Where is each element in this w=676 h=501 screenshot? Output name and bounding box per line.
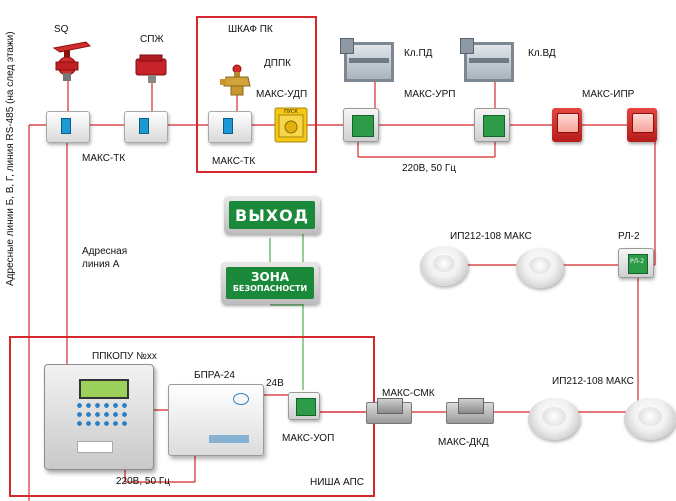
cabinet-pk-label: ШКАФ ПК — [228, 24, 273, 35]
kl-pd-label: Кл.ПД — [404, 48, 433, 59]
rl2-label: РЛ-2 — [618, 231, 640, 242]
cabinet-pk-frame — [196, 16, 317, 173]
maks-dkd-label: МАКС-ДКД — [438, 437, 489, 448]
urp-power-label: 220В, 50 Гц — [402, 163, 456, 174]
sq-valve-icon — [48, 40, 98, 82]
bpra-power-supply — [168, 384, 264, 456]
exit-sign-text: ВЫХОД — [235, 205, 309, 225]
maks-urp-module-2 — [474, 108, 510, 142]
maks-udp-button-icon: ПУСК — [274, 107, 308, 143]
sq-label: SQ — [54, 24, 69, 35]
vertical-lines-label: Адресные линии Б, В, Г, линия RS-485 (на… — [5, 31, 16, 286]
maks-uop-module — [288, 392, 320, 420]
maks-tk-module-1 — [46, 111, 90, 143]
smoke-detector-4 — [624, 398, 676, 440]
v24-label: 24В — [266, 378, 284, 389]
dppk-label: ДППК — [264, 58, 291, 69]
maks-udp-label: МАКС-УДП — [256, 89, 308, 100]
maks-smk-module — [366, 398, 412, 424]
safety-zone-line2: БЕЗОПАСНОСТИ — [232, 284, 308, 293]
maks-ipr-call-point-2 — [627, 108, 657, 142]
ppkop-panel — [44, 364, 154, 470]
rl2-mark: РЛ-2 — [629, 258, 645, 265]
maks-uop-label: МАКС-УОП — [282, 433, 335, 444]
ppkop-keypad — [75, 401, 131, 429]
maks-urp-label: МАКС-УРП — [404, 89, 456, 100]
nisha-label: НИША АПС — [310, 477, 364, 488]
dppk-valve-icon — [220, 64, 256, 96]
maks-dkd-module — [446, 398, 494, 424]
addr-line-a-label-2: линия А — [82, 259, 120, 270]
bpra-plate — [209, 435, 249, 443]
rl2-relay-module: РЛ-2 — [618, 248, 654, 278]
spzh-flow-switch-icon — [134, 53, 172, 83]
maks-tk-label-2: МАКС-ТК — [212, 156, 256, 167]
maks-tk-label-1: МАКС-ТК — [82, 153, 126, 164]
maks-urp-module-1 — [343, 108, 379, 142]
spzh-label: СПЖ — [140, 34, 164, 45]
ppkop-label: ППКОПУ №хх — [92, 351, 157, 362]
damper-pd-icon — [340, 38, 398, 84]
spzh-tk-module — [124, 111, 168, 143]
bpra-logo-icon — [233, 393, 249, 405]
addr-line-a-label-1: Адресная — [82, 246, 128, 257]
maks-ipr-call-point-1 — [552, 108, 582, 142]
maks-smk-label: МАКС-СМК — [382, 388, 435, 399]
safety-zone-line1: ЗОНА — [250, 270, 290, 284]
smoke-detector-1 — [420, 246, 468, 286]
ip-bottom-label: ИП212-108 МАКС — [552, 376, 634, 387]
smoke-detector-2 — [516, 248, 564, 288]
ppk-power-label: 220В, 50 Гц — [116, 476, 170, 487]
ppkop-label-plate — [77, 441, 113, 453]
safety-zone-sign: ЗОНА БЕЗОПАСНОСТИ — [221, 262, 319, 304]
maks-udp-mark: ПУСК — [284, 109, 298, 115]
bpra-label: БПРА-24 — [194, 370, 235, 381]
ppkop-display — [79, 379, 129, 399]
kl-vd-label: Кл.ВД — [528, 48, 556, 59]
smoke-detector-3 — [528, 398, 580, 440]
maks-tk-module-2 — [208, 111, 252, 143]
exit-sign: ВЫХОД — [224, 196, 320, 234]
maks-ipr-label: МАКС-ИПР — [582, 89, 635, 100]
ip-top-label: ИП212-108 МАКС — [450, 231, 532, 242]
damper-vd-icon — [460, 38, 518, 84]
